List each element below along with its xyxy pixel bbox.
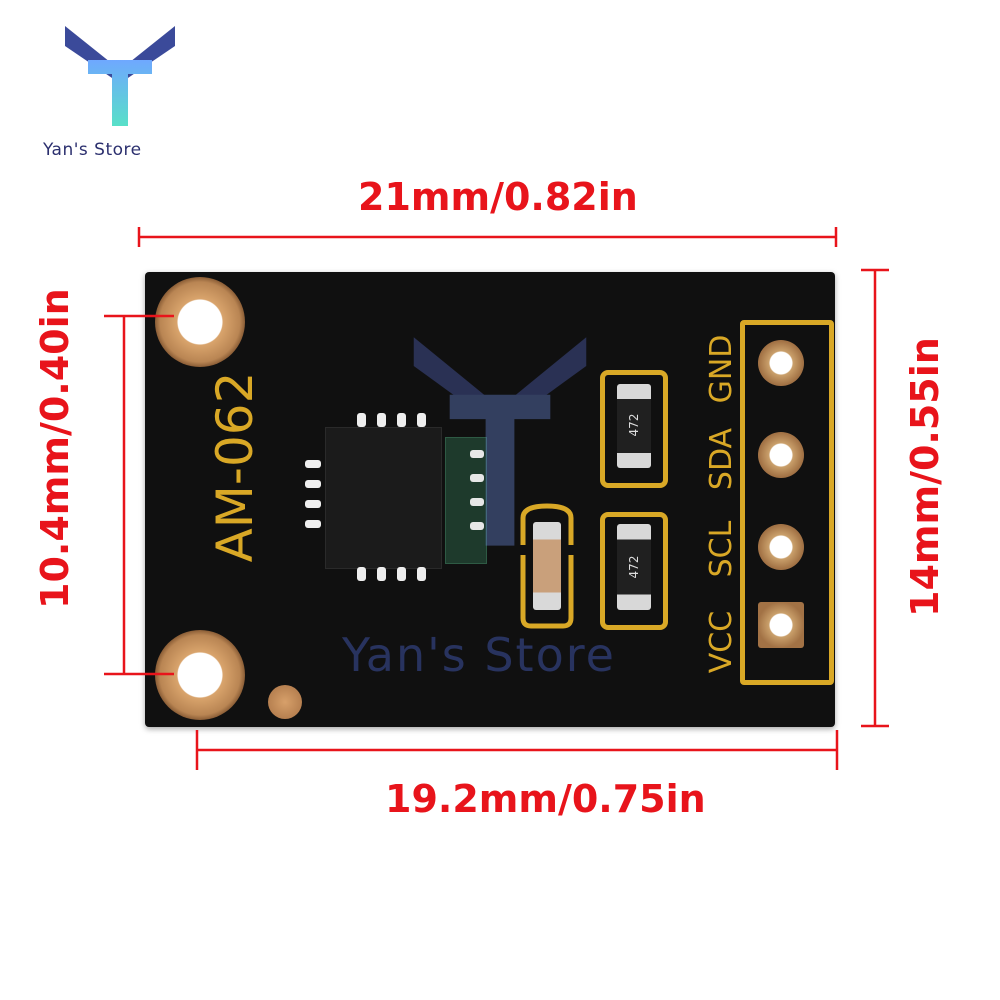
resistor-bottom: 472 xyxy=(617,524,651,610)
resistor-outline-bottom xyxy=(600,512,668,630)
brand-logo-icon xyxy=(65,26,175,126)
dimension-top-label: 21mm/0.82in xyxy=(358,175,638,219)
pin-sda xyxy=(758,432,804,478)
pin-gnd xyxy=(758,340,804,386)
capacitor-outline xyxy=(520,503,574,629)
dimension-right-label: 14mm/0.55in xyxy=(903,337,947,617)
chip-pads-left xyxy=(305,460,323,540)
chip-pads-right xyxy=(445,437,487,564)
mounting-hole-top xyxy=(155,277,245,367)
small-pad xyxy=(268,685,302,719)
pin-header-outline xyxy=(740,320,834,685)
dimension-left-line xyxy=(104,314,174,676)
resistor-bottom-code: 472 xyxy=(627,555,641,579)
watermark-logo-icon xyxy=(413,337,587,546)
brand-logo: Yan's Store xyxy=(40,18,200,168)
brand-name: Yan's Store xyxy=(43,140,142,160)
pin-scl xyxy=(758,524,804,570)
pin-label-sda: SDA xyxy=(704,427,739,491)
pin-label-gnd: GND xyxy=(704,334,739,404)
dimension-top-line xyxy=(137,227,838,247)
resistor-top-code: 472 xyxy=(627,413,641,437)
resistor-outline-top xyxy=(600,370,668,488)
sensor-chip xyxy=(325,427,442,569)
dimension-bottom-line xyxy=(195,730,839,770)
dimension-right-line xyxy=(861,268,889,728)
capacitor xyxy=(533,522,561,610)
chip-pads-bottom xyxy=(357,567,437,583)
dimension-left-label: 10.4mm/0.40in xyxy=(33,288,77,609)
board-model-label: AM-062 xyxy=(206,371,264,563)
pin-vcc xyxy=(758,602,804,648)
chip-pads-top xyxy=(357,411,437,427)
pcb-board: AM-062 472 472 GND SDA SCL VCC xyxy=(145,272,835,727)
pin-label-scl: SCL xyxy=(704,520,739,578)
pin-label-vcc: VCC xyxy=(704,610,739,674)
watermark-text: Yan's Store xyxy=(342,628,616,682)
dimension-bottom-label: 19.2mm/0.75in xyxy=(385,777,706,821)
resistor-top: 472 xyxy=(617,384,651,468)
